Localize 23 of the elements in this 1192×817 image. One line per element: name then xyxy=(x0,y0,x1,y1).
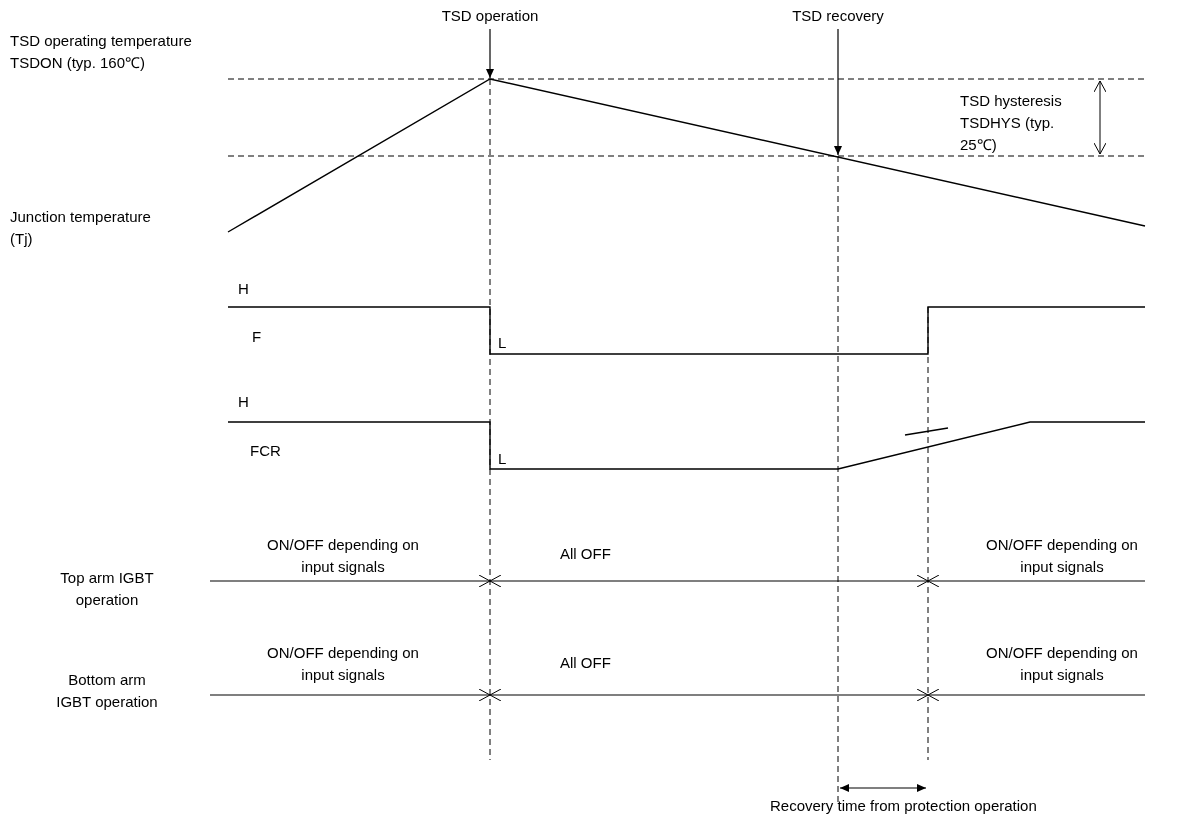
dimension-label: Recovery time from protection operation xyxy=(770,796,1037,816)
level-label: L xyxy=(498,333,507,353)
event-label: TSD recovery xyxy=(788,5,888,27)
state-label: ON/OFF depending on input signals xyxy=(266,643,420,685)
state-label: ON/OFF depending on input signals xyxy=(985,643,1139,685)
state-label: All OFF xyxy=(560,653,611,673)
level-label: H xyxy=(238,392,249,412)
temperature-waveform xyxy=(227,78,1146,233)
state-label: ON/OFF depending on input signals xyxy=(985,535,1139,577)
state-label: All OFF xyxy=(560,544,611,564)
signal-name: Bottom arm IGBT operation xyxy=(55,670,159,712)
arrow xyxy=(486,28,494,79)
signal-name: F xyxy=(252,327,262,347)
state-label: ON/OFF depending on input signals xyxy=(266,535,420,577)
level-label: H xyxy=(238,279,249,299)
signal-name: FCR xyxy=(250,441,281,461)
level-label: L xyxy=(498,449,507,469)
hysteresis-label: TSD hysteresis TSDHYS (typ. 25℃) xyxy=(960,91,1063,155)
signal-name: Top arm IGBT operation xyxy=(59,568,155,610)
signal-name: Junction temperature (Tj) xyxy=(10,207,152,249)
threshold-label: TSD operating temperature TSDON (typ. 160℃) xyxy=(10,31,193,73)
event-label: TSD operation xyxy=(440,5,540,27)
arrow xyxy=(834,28,842,156)
